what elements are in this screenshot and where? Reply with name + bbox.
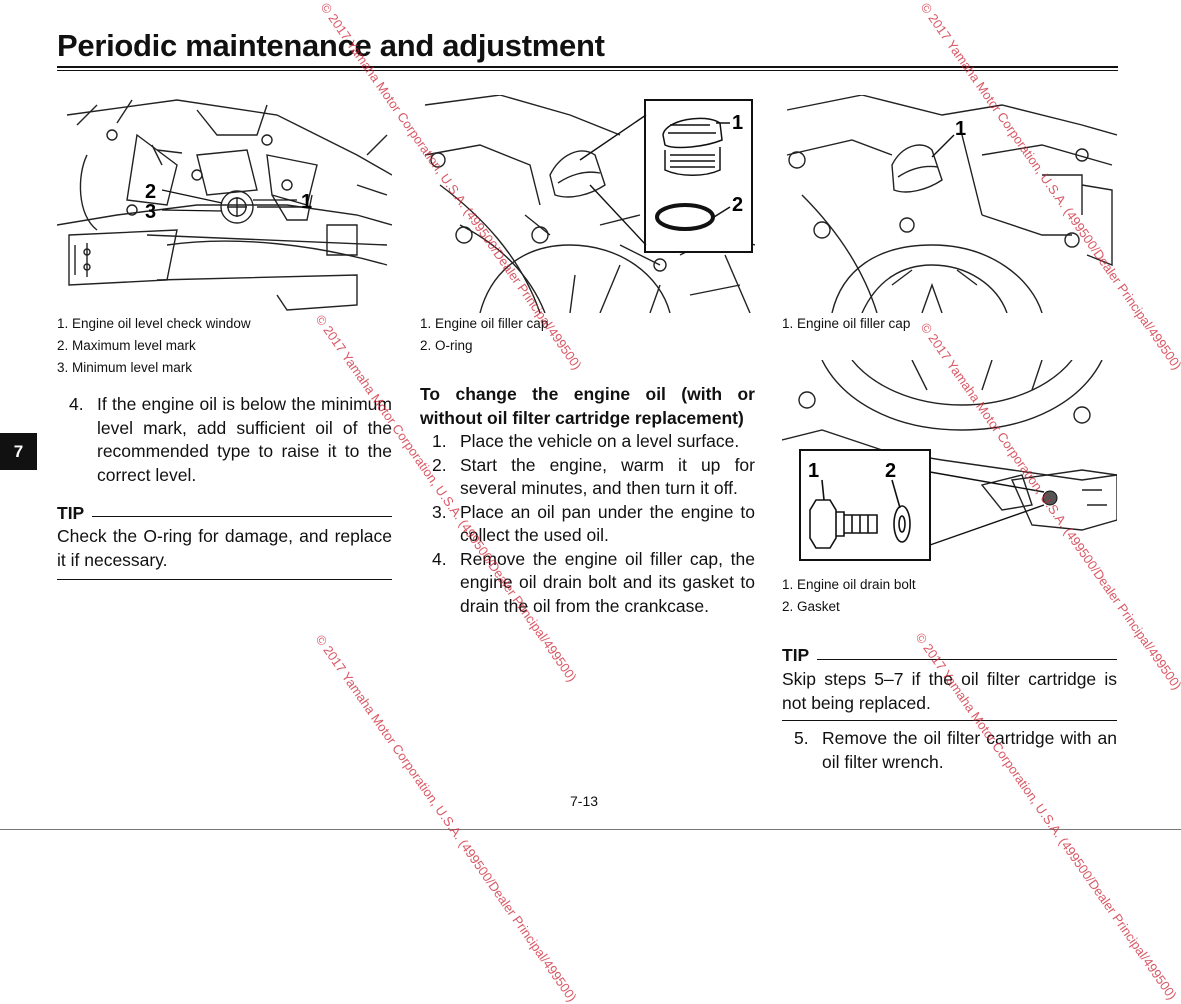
column-2-text: To change the engine oil (with or withou…	[420, 383, 755, 618]
step-number: 1.	[432, 431, 447, 451]
step-4: 4. Remove the engine oil filler cap, the…	[420, 548, 755, 619]
callout-1: 1	[732, 112, 743, 134]
step-1: 1. Place the vehicle on a level surface.	[420, 430, 755, 454]
step-3: 3. Place an oil pan under the engine to …	[420, 501, 755, 548]
callout-3: 3	[145, 201, 156, 223]
drain-bolt-gasket-illustration: 1 2	[782, 360, 1117, 561]
page-title: Periodic maintenance and adjustment	[57, 28, 605, 63]
callout-1: 1	[301, 191, 312, 213]
tip-end-rule	[57, 579, 392, 580]
figure4-caption: 1. Engine oil drain bolt 2. Gasket	[782, 574, 916, 618]
caption-item: 2. O-ring	[420, 338, 473, 353]
figure2-caption: 1. Engine oil filler cap 2. O-ring	[420, 313, 548, 357]
chapter-tab: 7	[0, 433, 37, 470]
filler-cap-location-illustration: 1	[786, 95, 1117, 313]
callout-2: 2	[732, 194, 743, 216]
tip-rule	[92, 516, 392, 517]
step-text: Remove the oil filter cartridge with an …	[822, 728, 1117, 772]
column-3-text: 5. Remove the oil filter cartridge with …	[782, 727, 1117, 774]
step-text: Place the vehicle on a level surface.	[460, 431, 740, 451]
caption-item: 3. Minimum level mark	[57, 360, 193, 375]
step-4: 4. If the engine oil is below the minimu…	[57, 393, 392, 487]
caption-item: 2. Maximum level mark	[57, 338, 196, 353]
caption-item: 1. Engine oil drain bolt	[782, 577, 916, 592]
step-text: If the engine oil is below the minimum l…	[97, 394, 392, 485]
column-1-text: 4. If the engine oil is below the minimu…	[57, 393, 392, 487]
caption-item: 2. Gasket	[782, 599, 840, 614]
filler-cap-o-ring-illustration: 1 2	[424, 95, 755, 313]
title-rule-thin	[57, 70, 1118, 71]
step-number: 5.	[794, 728, 809, 748]
callout-2: 2	[145, 181, 156, 203]
step-number: 4.	[69, 394, 84, 414]
caption-item: 1. Engine oil filler cap	[782, 316, 911, 331]
step-text: Start the engine, warm it up for several…	[460, 454, 755, 499]
title-rule	[57, 66, 1118, 68]
callout-2: 2	[885, 460, 896, 482]
caption-item: 1. Engine oil level check window	[57, 316, 251, 331]
figure1-caption: 1. Engine oil level check window 2. Maxi…	[57, 313, 251, 379]
step-2: 2. Start the engine, warm it up for seve…	[420, 454, 755, 501]
step-number: 2.	[432, 454, 447, 475]
watermark: © 2017 Yamaha Motor Corporation, U.S.A. …	[312, 632, 580, 1004]
caption-item: 1. Engine oil filler cap	[420, 316, 549, 331]
tip-text: Skip steps 5–7 if the oil filter cartrid…	[782, 669, 1117, 713]
page-number: 7-13	[570, 793, 599, 809]
step-text: Place an oil pan under the engine to col…	[460, 501, 755, 546]
figure3-caption: 1. Engine oil filler cap	[782, 313, 910, 335]
oil-level-window-illustration: 1 2 3	[57, 99, 392, 311]
tip-rule	[817, 659, 1117, 660]
section-heading: To change the engine oil (with or withou…	[420, 384, 755, 428]
tip-label: TIP	[782, 645, 810, 665]
tip-text: Check the O-ring for damage, and replace…	[57, 526, 392, 570]
step-number: 3.	[432, 501, 447, 522]
callout-1: 1	[808, 460, 819, 482]
step-5: 5. Remove the oil filter cartridge with …	[782, 727, 1117, 774]
step-number: 4.	[432, 548, 447, 569]
callout-1: 1	[955, 118, 966, 140]
step-text: Remove the engine oil filler cap, the en…	[460, 548, 755, 616]
bottom-rule	[0, 829, 1181, 830]
tip-end-rule	[782, 720, 1117, 721]
tip-label: TIP	[57, 503, 85, 523]
